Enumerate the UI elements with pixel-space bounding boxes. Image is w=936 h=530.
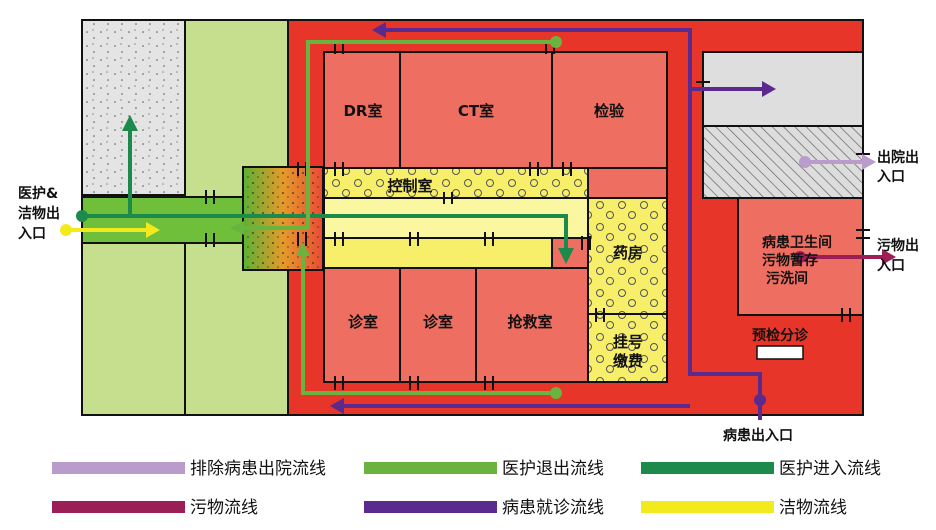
entrance-discharge-line2: 入口	[877, 169, 905, 185]
entrance-staff-line2: 洁物出	[18, 205, 60, 222]
triage-box	[756, 345, 804, 360]
room-ct: CT室	[458, 102, 494, 120]
room-sluice: 污洗间	[766, 270, 808, 287]
flow-patient-visit	[340, 28, 765, 420]
legend-swatch-clean	[641, 501, 774, 513]
room-payment: 缴费	[613, 352, 643, 370]
entrance-patient: 病患出入口	[723, 427, 793, 444]
legend-label-discharge: 排除病患出院流线	[190, 459, 326, 479]
yellow-band	[323, 237, 553, 269]
room-lab: 检验	[594, 102, 625, 120]
legend-label-staff-entry: 医护进入流线	[779, 459, 881, 479]
room-patient-wc: 病患卫生间	[762, 234, 832, 251]
room-consult-1: 诊室	[348, 313, 378, 331]
room-dr: DR室	[343, 102, 382, 120]
flow-staff-entry	[82, 125, 568, 254]
legend-swatch-patient	[364, 501, 497, 513]
register-room	[587, 313, 668, 383]
legend-swatch-discharge	[52, 462, 185, 474]
room-consult-2: 诊室	[423, 313, 453, 331]
entrance-waste-line2: 入口	[877, 258, 905, 274]
staff-corridor	[81, 196, 245, 244]
pharmacy	[587, 197, 668, 315]
flow-staff-exit	[238, 40, 556, 395]
legend-swatch-staff-exit	[364, 462, 497, 474]
room-register: 挂号	[613, 333, 643, 351]
legend-swatch-waste	[52, 501, 185, 513]
door-marks	[205, 40, 870, 390]
entrance-discharge-line1: 出院出	[877, 149, 919, 166]
legend: 排除病患出院流线 医护退出流线 医护进入流线 污物流线 病患就诊流线 洁物流线	[52, 459, 881, 518]
entrance-waste-line1: 污物出	[877, 237, 919, 254]
entrance-staff-line1: 医护&	[18, 185, 58, 202]
legend-label-waste: 污物流线	[190, 498, 258, 518]
legend-label-patient: 病患就诊流线	[502, 498, 604, 518]
room-waste-storage: 污物暂存	[762, 252, 818, 269]
room-emergency: 抢救室	[507, 313, 552, 331]
legend-swatch-staff-entry	[641, 462, 774, 474]
legend-label-clean: 洁物流线	[779, 498, 847, 518]
entrance-staff-line3: 入口	[18, 226, 46, 242]
room-control: 控制室	[387, 177, 432, 195]
legend-label-staff-exit: 医护退出流线	[502, 459, 604, 479]
dotted-zone	[81, 19, 186, 196]
control-room	[323, 167, 589, 199]
room-pharmacy: 药房	[613, 244, 643, 262]
room-triage: 预检分诊	[752, 327, 809, 344]
